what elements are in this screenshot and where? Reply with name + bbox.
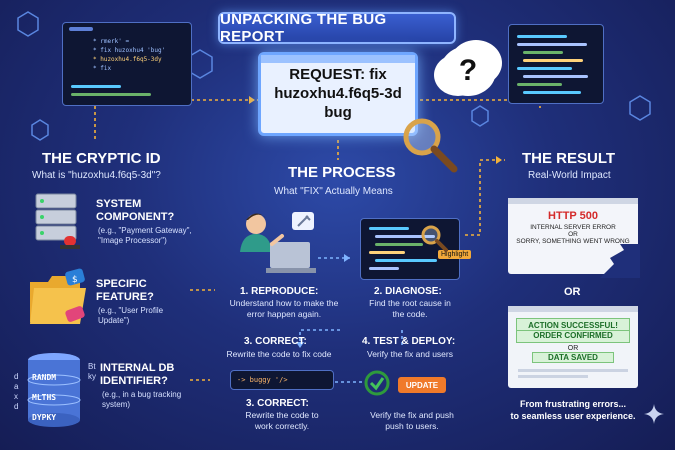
step-title: 2. DIAGNOSE:	[374, 286, 442, 297]
success-line: ORDER CONFIRMED	[516, 331, 630, 343]
code-snippet-line: * rmerk' =	[93, 38, 130, 45]
step-title: 3. CORRECT:	[244, 336, 307, 347]
request-line: bug	[324, 104, 352, 121]
step-title: 4. TEST & DEPLOY:	[362, 336, 456, 347]
magnifier-icon	[403, 118, 458, 173]
step-desc: Verify the fix and users	[367, 349, 453, 359]
code-snippet-line: * huzoxhu4.f6q5-3dy	[93, 56, 162, 63]
step-title: 1. REPRODUCE:	[240, 286, 319, 297]
window-chrome	[261, 55, 415, 63]
success-or: OR	[567, 345, 579, 352]
cryptic-subtitle: What is "huzoxhu4.f6q5-3d"?	[32, 170, 161, 181]
sparkle-icon	[644, 404, 664, 424]
database-icon	[27, 353, 81, 427]
crack-icon	[600, 244, 640, 278]
process-subtitle: What "FIX" Actually Means	[274, 186, 393, 197]
success-line: DATA SAVED	[532, 352, 614, 363]
step-title: 3. CORRECT:	[246, 398, 309, 409]
cryptic-title: THE CRYPTIC ID	[42, 150, 161, 167]
item-example: (e.g., "Payment Gateway","Image Processo…	[98, 226, 192, 245]
check-icon	[364, 370, 390, 396]
error-line: INTERNAL SERVER ERROR	[530, 224, 616, 231]
success-line: ACTION SUCCESSFUL!	[516, 318, 630, 331]
code-window-right	[508, 24, 604, 104]
result-footer: From frustrating errors... to seamless u…	[510, 399, 636, 421]
highlight-tag: Highlight	[438, 250, 472, 259]
process-title: THE PROCESS	[288, 164, 396, 181]
svg-text:$: $	[72, 275, 78, 285]
page-title: UNPACKING THE BUG REPORT	[218, 11, 456, 45]
folder-icon: $	[30, 268, 86, 324]
code-snippet: -> buggy '/>	[237, 376, 288, 384]
magnifier-icon	[421, 225, 448, 252]
or-divider: OR	[564, 286, 581, 298]
question-cloud-icon: ?	[440, 46, 496, 96]
side-glyphs-right: Btky	[88, 362, 96, 381]
error-line: SORRY, SOMETHING WENT WRONG	[516, 238, 630, 245]
success-card: ACTION SUCCESSFUL! ORDER CONFIRMED OR DA…	[508, 306, 638, 388]
update-button[interactable]: UPDATE	[398, 377, 446, 393]
code-window-left: * rmerk' = * fix huzoxhu4 'bug' * huzoxh…	[62, 22, 192, 106]
error-code: HTTP 500	[548, 210, 598, 222]
error-or: OR	[568, 231, 578, 238]
result-subtitle: Real-World Impact	[528, 170, 611, 181]
result-title: THE RESULT	[522, 150, 616, 167]
diagnose-screen	[360, 218, 460, 280]
request-box: REQUEST: fix huzoxhu4.f6q5-3d bug	[258, 52, 418, 136]
server-icon	[35, 193, 80, 249]
code-snippet-line: * fix	[93, 65, 112, 72]
step-desc: Rewrite the code to fix code	[226, 349, 332, 359]
buggy-code-strip: -> buggy '/>	[230, 370, 334, 390]
request-line: huzoxhu4.f6q5-3d	[274, 85, 402, 102]
code-snippet-line: * fix huzoxhu4 'bug'	[93, 47, 166, 54]
db-labels: RANDM MLTHS DYPKY	[32, 373, 57, 422]
request-line: REQUEST: fix	[289, 66, 387, 83]
side-glyphs-left: daxd	[14, 372, 19, 411]
developer-illustration	[240, 212, 316, 273]
